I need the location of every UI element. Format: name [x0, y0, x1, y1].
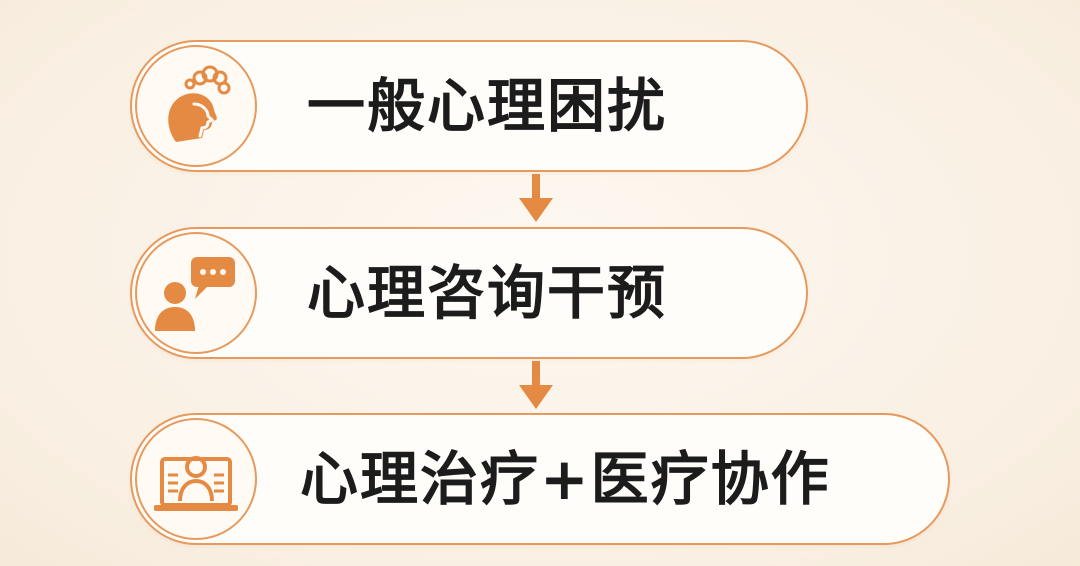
down-arrow-icon	[519, 361, 553, 409]
down-arrow-icon	[519, 174, 553, 222]
flow-step-general-distress: 一般心理困扰	[130, 40, 808, 172]
step-icon-frame	[135, 45, 257, 167]
step-icon-frame	[135, 418, 257, 540]
step-icon-frame	[135, 232, 257, 354]
flow-step-therapy-medical: 心理治疗+医疗协作	[130, 413, 950, 545]
person-worry-icon	[168, 65, 231, 142]
counseling-chat-icon	[155, 257, 235, 331]
step-label: 心理咨询干预	[307, 259, 668, 327]
online-consult-icon	[154, 456, 238, 511]
step-label: 心理治疗+医疗协作	[300, 445, 831, 513]
flow-step-counseling: 心理咨询干预	[130, 227, 808, 359]
step-label: 一般心理困扰	[307, 72, 668, 140]
